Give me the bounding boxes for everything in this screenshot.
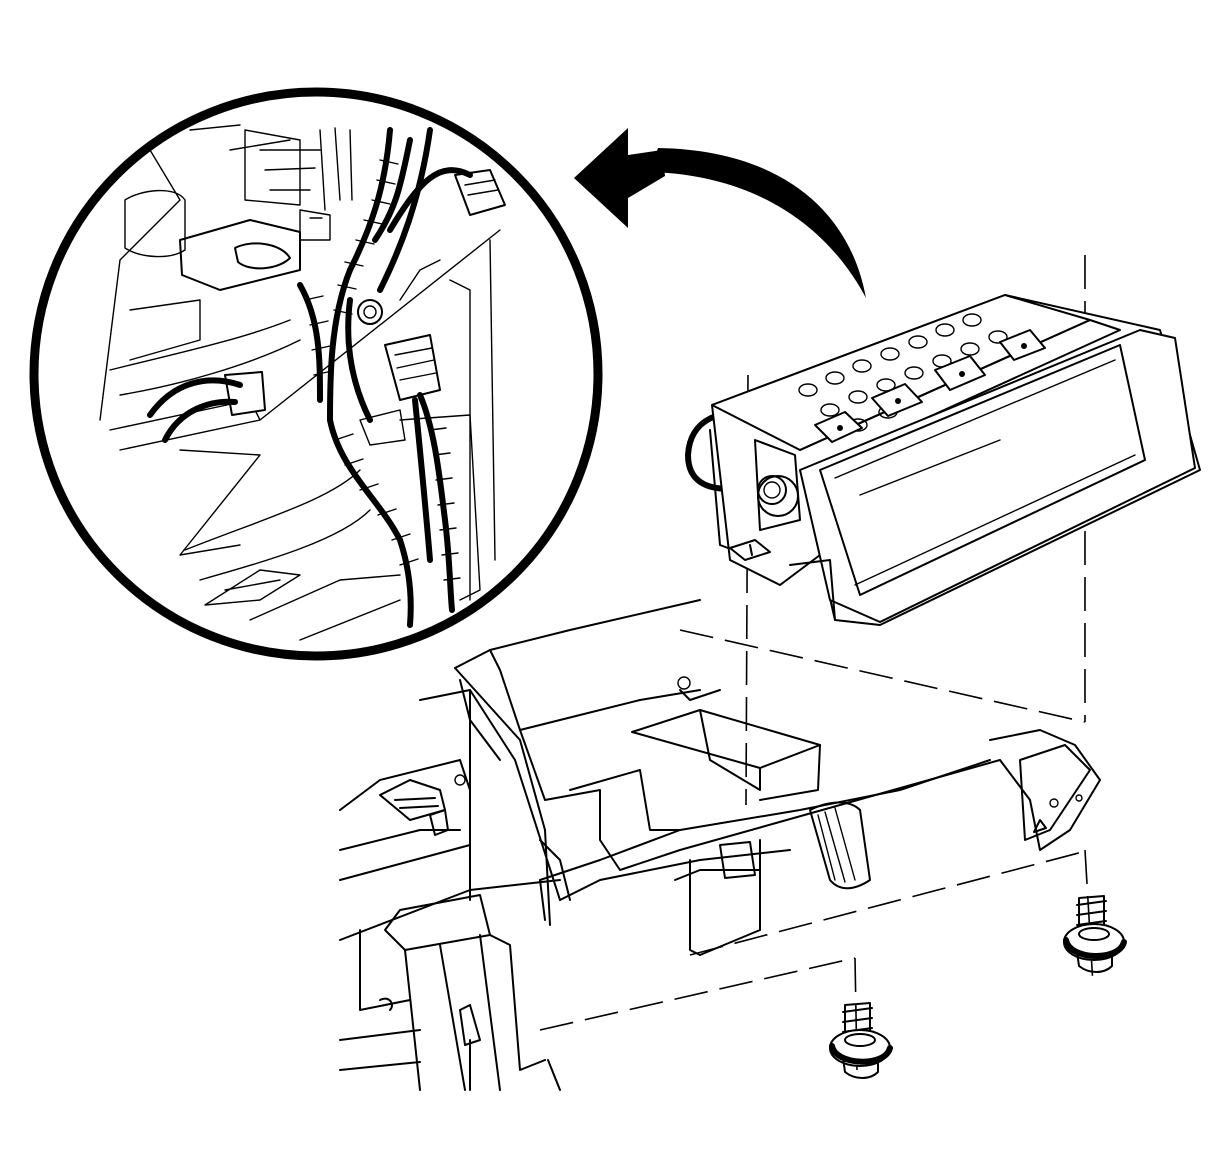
mounting-bracket xyxy=(339,599,1101,1091)
fastener-bolt-right xyxy=(1063,895,1127,973)
detail-contents xyxy=(99,124,506,641)
module-top-features xyxy=(798,313,1046,443)
removal-arrow xyxy=(574,128,866,298)
detail-circle-frame xyxy=(29,87,603,661)
fastener-bolt-left xyxy=(829,1002,893,1079)
electronic-module xyxy=(685,294,1201,626)
detail-magnifier xyxy=(29,87,603,661)
